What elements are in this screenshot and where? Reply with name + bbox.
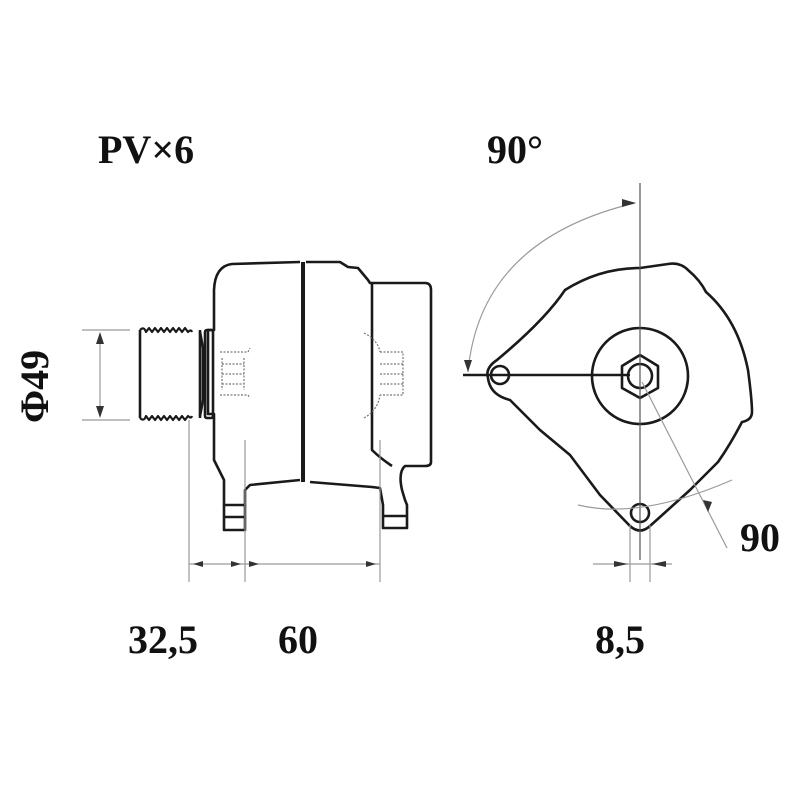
mount-spacing-label: 60 [278, 617, 318, 662]
rear-housing-outline [306, 260, 433, 530]
hole-diameter-label: 8,5 [595, 617, 645, 662]
side-view [138, 260, 433, 532]
mount-radius-label: 90 [740, 515, 780, 560]
front-housing-contour [486, 262, 754, 532]
pulley-offset-label: 32,5 [128, 617, 198, 662]
pulley-diameter-label: Φ49 [12, 349, 57, 423]
bolt-hidden-lines [220, 332, 404, 419]
front-housing-outline [206, 260, 301, 507]
side-dimensions [82, 329, 381, 582]
belt-profile-label: PV×6 [98, 127, 195, 172]
angle-label: 90° [487, 127, 543, 172]
pulley-icon [138, 326, 215, 422]
front-dimensions [464, 183, 733, 582]
front-view [463, 262, 754, 532]
